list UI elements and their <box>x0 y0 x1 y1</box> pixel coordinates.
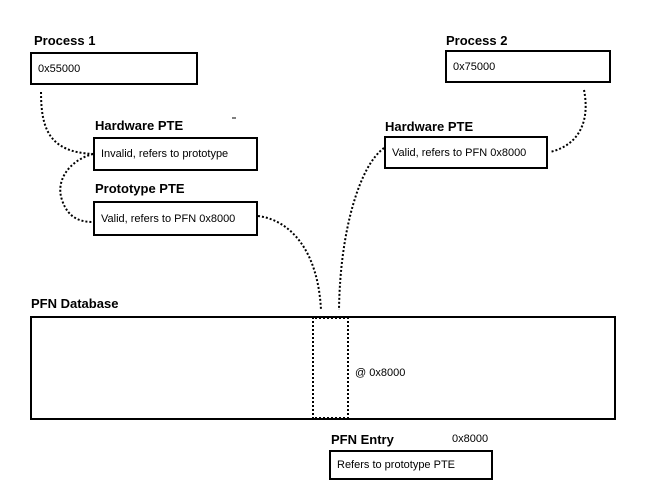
pfn-entry-number: 0x8000 <box>452 433 489 445</box>
process1-address-box: 0x55000 <box>30 52 198 85</box>
hardware-pte-2-box: Valid, refers to PFN 0x8000 <box>384 136 548 169</box>
hardware-pte-1-box: Invalid, refers to prototype <box>93 137 258 171</box>
process2-heading: Process 2 <box>446 33 508 48</box>
connector-hardware-pte-to-prototype-pte <box>59 153 94 223</box>
hardware-pte-1-heading: Hardware PTE <box>95 118 184 133</box>
process1-heading: Process 1 <box>34 33 96 48</box>
connector-process2-to-hardware-pte2 <box>549 89 587 153</box>
process2-address-box: 0x75000 <box>445 50 611 83</box>
hardware-pte-2-heading: Hardware PTE <box>385 119 474 134</box>
pfn-database-heading: PFN Database <box>31 296 119 311</box>
pfn-entry-heading: PFN Entry <box>331 432 394 447</box>
prototype-pte-box: Valid, refers to PFN 0x8000 <box>93 201 258 236</box>
pfn-entry-address-label: @ 0x8000 <box>355 367 406 379</box>
connector-hardware-pte2-to-pfn <box>338 147 385 311</box>
connector-prototype-pte-to-pfn <box>257 215 322 311</box>
connector-process1-to-hardware-pte <box>40 91 94 155</box>
pfn-entry-slot <box>312 317 349 419</box>
pfn-database-box <box>30 316 616 420</box>
prototype-pte-heading: Prototype PTE <box>95 181 185 196</box>
pfn-entry-box: Refers to prototype PTE <box>329 450 493 480</box>
